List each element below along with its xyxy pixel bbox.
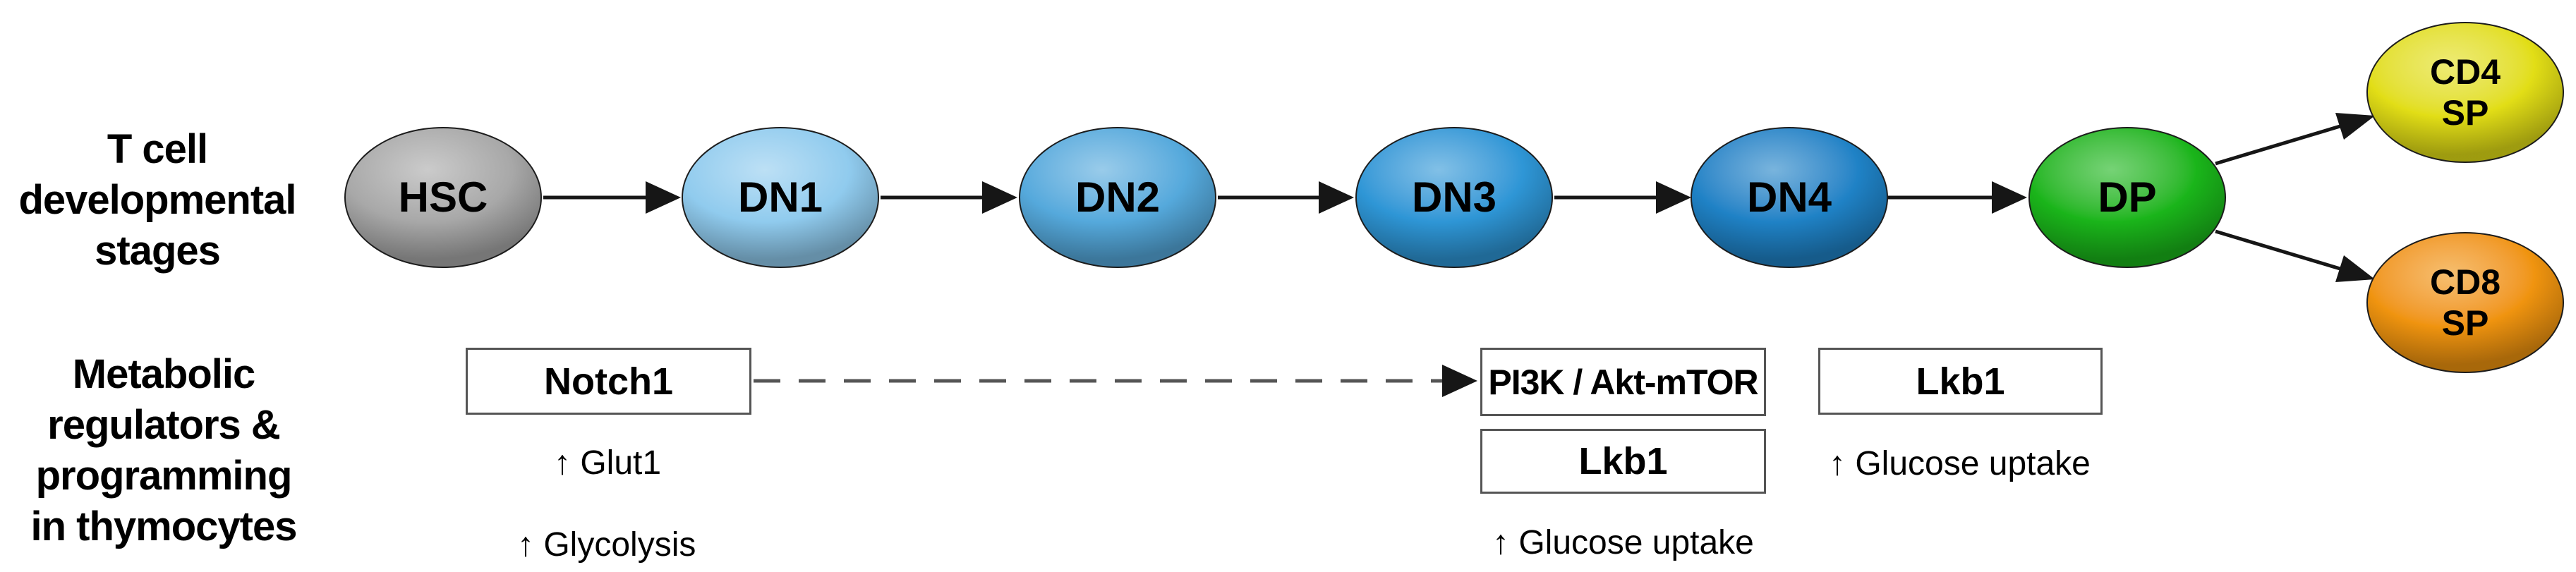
arrow-dn3-dn4 (1554, 181, 1691, 214)
regulator-box-pi3k-akt-mtor: PI3K / Akt-mTOR (1480, 348, 1766, 416)
stage-label: HSC (398, 174, 488, 221)
regulator-box-notch1: Notch1 (466, 348, 751, 415)
arrow-dp-cd8sp (2215, 229, 2375, 282)
row-label-line: T cell (107, 126, 208, 172)
row-label-line: in thymocytes (30, 504, 298, 549)
effect-glucose-uptake-dn3-up: ↑ Glucose uptake (1492, 524, 1754, 561)
stage-label: DN3 (1411, 174, 1497, 221)
stage-node-dp: DP (2028, 127, 2226, 268)
regulator-box-lkb1-dn3: Lkb1 (1480, 429, 1766, 494)
stage-label: CD4 SP (2430, 51, 2501, 133)
effect-glycolysis-up: ↑ Glycolysis (517, 526, 696, 564)
stage-label-line: SP (2441, 303, 2489, 343)
arrow-dn4-dp (1887, 181, 2027, 214)
regulator-box-lkb1-dp: Lkb1 (1818, 348, 2103, 415)
arrow-dn2-dn3 (1218, 181, 1354, 214)
row-label-line: developmental (18, 177, 296, 223)
stage-label: CD8 SP (2430, 262, 2501, 343)
stage-node-cd8sp: CD8 SP (2366, 232, 2564, 373)
stage-node-dn2: DN2 (1019, 127, 1216, 268)
stage-node-hsc: HSC (344, 127, 542, 268)
stage-label: DP (2098, 174, 2157, 221)
stage-node-dn3: DN3 (1355, 127, 1553, 268)
stage-node-dn1: DN1 (682, 127, 879, 268)
row-label-line: programming (35, 453, 293, 499)
arrow-dn1-dn2 (881, 181, 1017, 214)
arrow-hsc-dn1 (543, 181, 681, 214)
stage-node-dn4: DN4 (1691, 127, 1888, 268)
row-label-line: stages (95, 228, 221, 274)
stage-label-line: CD8 (2429, 262, 2501, 302)
row-label-line: regulators & (47, 402, 281, 448)
stage-node-cd4sp: CD4 SP (2366, 22, 2564, 163)
stage-label: DN1 (737, 174, 823, 221)
stage-label: DN4 (1746, 174, 1832, 221)
row-label-metabolic-regulators: Metabolic regulators & programming in th… (1, 349, 326, 552)
row-label-line: Metabolic (72, 351, 256, 397)
arrow-dp-cd4sp (2215, 113, 2375, 166)
dashed-arrow-notch1-pi3k (754, 365, 1477, 397)
effect-glucose-uptake-dp-up: ↑ Glucose uptake (1829, 445, 2091, 482)
stage-label-line: SP (2441, 93, 2489, 133)
stage-label: DN2 (1075, 174, 1161, 221)
row-label-developmental-stages: T cell developmental stages (0, 124, 315, 276)
stage-label-line: CD4 (2429, 52, 2501, 92)
effect-glut1-up: ↑ Glut1 (554, 444, 662, 482)
